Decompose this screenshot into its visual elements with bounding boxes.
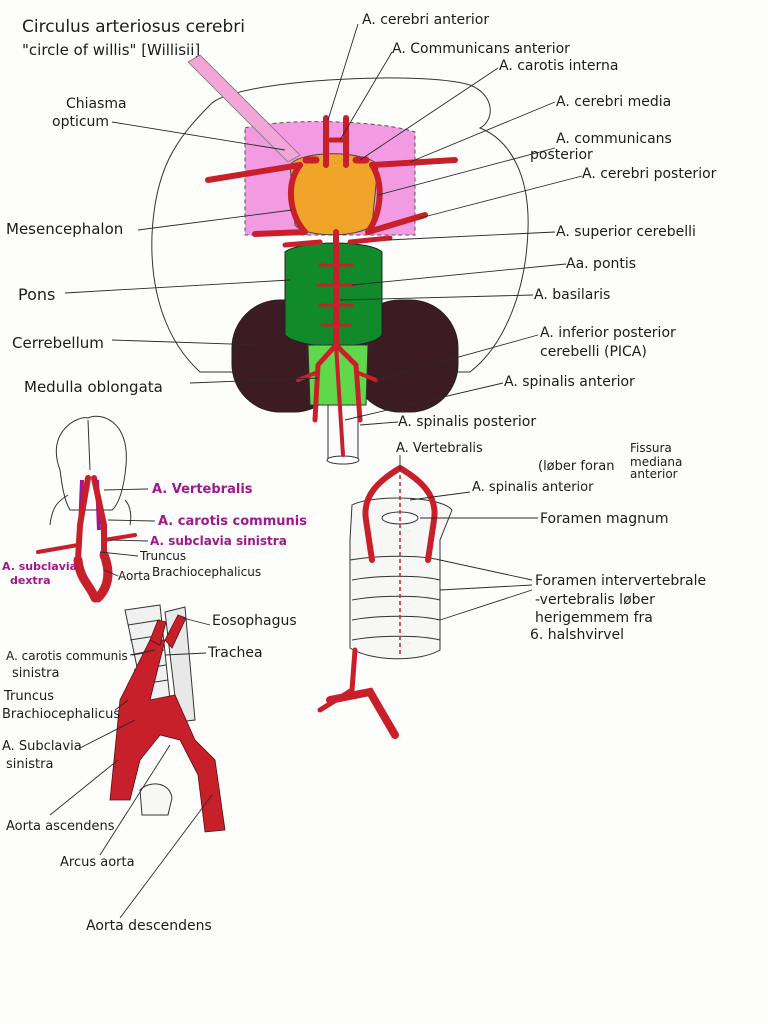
title-line-2: "circle of willis" [Willisii] [22, 41, 200, 59]
label-comm-posterior-1: A. communicans [556, 131, 672, 147]
label-pontis: Aa. pontis [566, 256, 636, 272]
leader-pons [65, 280, 290, 293]
label-neck-subclavia-dextra-2: dextra [10, 574, 51, 587]
label-basilaris: A. basilaris [534, 287, 610, 303]
label-aorta-subclavia-1: A. Subclavia [2, 739, 82, 754]
label-neck-aorta: Aorta [118, 569, 150, 583]
skull-midline [88, 420, 90, 470]
label-spinalis-anterior: A. spinalis anterior [504, 374, 635, 390]
label-spinalis-posterior: A. spinalis posterior [398, 414, 536, 430]
brain-illustration [152, 55, 528, 464]
label-mesencephalon: Mesencephalon [6, 220, 123, 238]
label-vert-spinalis-anterior: A. spinalis anterior [472, 480, 594, 495]
label-vert-foramen-magnum: Foramen magnum [540, 511, 669, 527]
label-vert-fissura-1: Fissura [630, 441, 672, 455]
label-superior-cerebelli: A. superior cerebelli [556, 224, 696, 240]
mesencephalon-shape [290, 154, 378, 235]
leader-pontis [352, 264, 566, 285]
label-vert-foramen-intervert-3: herigemmem fra [535, 610, 653, 626]
label-carotis-interna: A. carotis interna [499, 58, 618, 74]
label-pica-2: cerebelli (PICA) [540, 344, 647, 360]
leader-vert-spinalis-anterior [410, 492, 470, 500]
arch-lower-vessel [140, 784, 172, 815]
leader-aorta-eosophagus [183, 618, 210, 625]
optic-tract [188, 55, 300, 162]
leader-cerebri-anterior [328, 24, 358, 120]
label-vert-foramen-intervert-1: Foramen intervertebrale [535, 573, 706, 589]
label-neck-truncus-1: Truncus [139, 549, 186, 563]
label-chiasma-2: opticum [52, 114, 109, 130]
label-neck-subclavia: A. subclavia [150, 534, 232, 548]
label-vert-foramen-intervert-4: 6. halshvirvel [530, 627, 624, 643]
label-pons: Pons [18, 285, 55, 304]
label-vert-vertebralis: A. Vertebralis [396, 441, 483, 456]
label-aorta-trachea: Trachea [207, 645, 263, 661]
leader-vert-foramen-intervert [440, 560, 532, 620]
label-neck-subclavia-dextra-1: A. subclavia [2, 560, 77, 573]
label-vert-lober-foran: (løber foran [538, 459, 614, 474]
leader-neck-vertebralis [104, 489, 148, 490]
label-neck-carotis-1: A. carotis communis [158, 514, 307, 529]
label-vert-fissura-3: anterior [630, 467, 678, 481]
aortic-arch-illustration [110, 605, 225, 832]
label-neck-carotis-2: sinistra [236, 534, 287, 548]
neck-aorta-arch [78, 555, 108, 598]
leader-spinalis-posterior [360, 422, 398, 425]
label-aorta-carotis-2: sinistra [12, 666, 59, 681]
vertebra-artery-base [330, 692, 395, 735]
label-medulla: Medulla oblongata [24, 378, 163, 396]
leader-neck-carotis [108, 520, 155, 521]
label-aorta-ascendens: Aorta ascendens [6, 819, 115, 834]
leader-neck-subclavia [110, 540, 148, 541]
vertebra-illustration [320, 468, 452, 735]
neck-subclavian-left [104, 535, 135, 540]
label-comm-anterior: A. Communicans anterior [392, 41, 570, 57]
title-line-1: Circulus arteriosus cerebri [22, 17, 245, 37]
label-aorta-descendens: Aorta descendens [86, 918, 212, 934]
label-aorta-carotis-1: A. carotis communis [6, 649, 128, 663]
label-neck-truncus-2: Brachiocephalicus [152, 565, 261, 579]
label-vert-foramen-intervert-2: -vertebralis løber [535, 592, 655, 608]
label-aorta-truncus-2: Brachiocephalicus [2, 707, 120, 722]
label-aorta-arcus: Arcus aorta [60, 855, 135, 870]
label-aorta-subclavia-2: sinistra [6, 757, 53, 772]
label-comm-posterior-2: posterior [530, 147, 593, 163]
label-cerebri-anterior: A. cerebri anterior [362, 12, 489, 28]
spinal-cord-cut [327, 456, 359, 464]
label-cerebri-posterior: A. cerebri posterior [582, 166, 717, 182]
label-cerebri-media: A. cerebri media [556, 94, 671, 110]
label-pica-1: A. inferior posterior [540, 325, 676, 341]
leader-aorta-ascendens [50, 760, 118, 815]
label-aorta-eosophagus: Eosophagus [212, 613, 297, 629]
label-aorta-truncus-1: Truncus [3, 689, 54, 704]
leader-carotis-interna [360, 68, 498, 160]
label-chiasma-1: Chiasma [66, 96, 127, 112]
label-cerebellum: Cerrebellum [12, 334, 104, 352]
label-neck-vertebralis: A. Vertebralis [152, 482, 253, 497]
neck-subclavian-right [38, 545, 78, 552]
leader-cerebri-posterior [420, 176, 582, 218]
